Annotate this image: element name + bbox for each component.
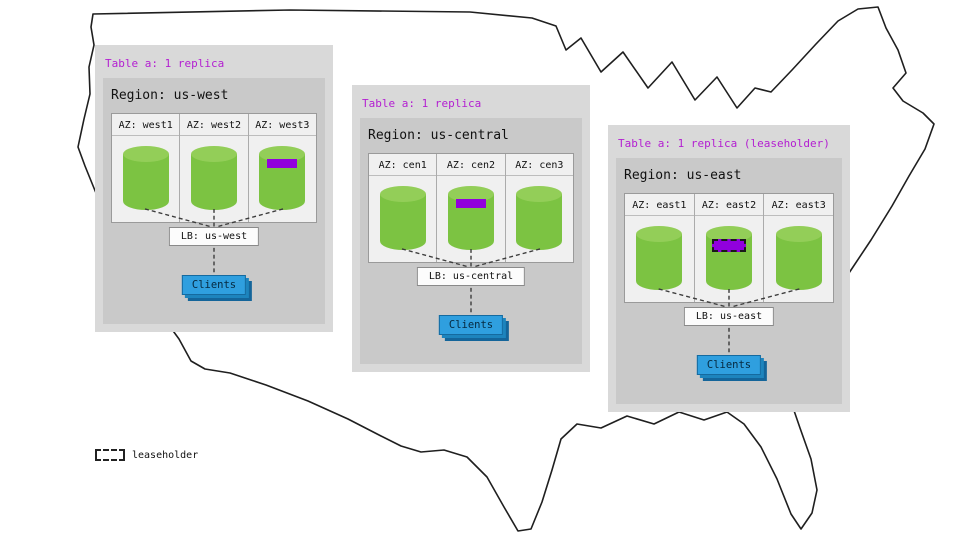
region-title: Region: us-west — [111, 88, 229, 103]
az-container: AZ: west1 AZ: west2 AZ: west3 — [111, 113, 317, 223]
az-label: AZ: cen2 — [437, 158, 505, 176]
az-label: AZ: west3 — [248, 118, 316, 136]
cylinder-top — [775, 226, 822, 242]
region-title: Region: us-east — [624, 168, 742, 183]
az-label: AZ: east1 — [625, 198, 694, 216]
region-panel-us-east: Table a: 1 replica (leaseholder) Region:… — [608, 125, 850, 412]
az-cell-east3: AZ: east3 — [763, 194, 834, 302]
table-replica-label: Table a: 1 replica (leaseholder) — [618, 137, 830, 150]
table-a-leaseholder-marker — [712, 239, 746, 252]
az-label: AZ: west1 — [112, 118, 180, 136]
cylinder-top — [706, 226, 752, 242]
replica-cylinder — [775, 226, 822, 290]
table-replica-label: Table a: 1 replica — [362, 97, 482, 110]
az-cell-cen3: AZ: cen3 — [504, 154, 573, 262]
region-title: Region: us-central — [368, 128, 509, 143]
cylinder-body — [516, 194, 563, 250]
load-balancer: LB: us-west — [168, 227, 260, 246]
cylinder-top — [379, 186, 426, 202]
region-panel-us-central: Table a: 1 replica Region: us-central AZ… — [352, 85, 590, 372]
region-box-us-central: Region: us-central AZ: cen1 AZ: cen2 AZ:… — [360, 118, 582, 364]
az-cell-west2: AZ: west2 — [179, 114, 248, 222]
az-label: AZ: cen1 — [369, 158, 437, 176]
replica-cylinder — [447, 186, 494, 250]
table-replica-label: Table a: 1 replica — [105, 57, 225, 70]
replica-cylinder — [516, 186, 563, 250]
cylinder-top — [259, 146, 306, 162]
load-balancer: LB: us-central — [416, 267, 526, 286]
cylinder-top — [122, 146, 169, 162]
cylinder-body — [636, 234, 683, 290]
region-box-us-east: Region: us-east AZ: east1 AZ: east2 AZ: … — [616, 158, 842, 404]
replica-cylinder — [259, 146, 306, 210]
connector-lines — [144, 208, 284, 274]
az-container: AZ: east1 AZ: east2 AZ: east3 — [624, 193, 834, 303]
cylinder-body — [122, 154, 169, 210]
az-label: AZ: cen3 — [505, 158, 573, 176]
az-cell-east1: AZ: east1 — [625, 194, 694, 302]
replica-cylinder — [190, 146, 237, 210]
replica-cylinder — [706, 226, 752, 290]
table-a-range-marker — [455, 199, 486, 208]
connector-lines — [401, 248, 541, 314]
load-balancer: LB: us-east — [683, 307, 775, 326]
az-cell-west3: AZ: west3 — [247, 114, 316, 222]
replica-cylinder — [379, 186, 426, 250]
cylinder-top — [636, 226, 683, 242]
connectors: LB: us-west Clients — [111, 207, 317, 316]
legend-label: leaseholder — [132, 449, 199, 461]
clients-box: Clients — [181, 275, 247, 295]
cylinder-body — [190, 154, 237, 210]
cylinder-body — [379, 194, 426, 250]
az-container: AZ: cen1 AZ: cen2 AZ: cen3 — [368, 153, 574, 263]
region-panel-us-west: Table a: 1 replica Region: us-west AZ: w… — [95, 45, 333, 332]
table-a-range-marker — [267, 159, 298, 168]
cylinder-top — [516, 186, 563, 202]
cylinder-body — [775, 234, 822, 290]
az-cell-east2: AZ: east2 — [693, 194, 764, 302]
cylinder-top — [447, 186, 494, 202]
az-label: AZ: west2 — [180, 118, 248, 136]
clients-box: Clients — [696, 355, 762, 375]
connector-lines — [658, 288, 800, 354]
cylinder-top — [190, 146, 237, 162]
az-cell-cen2: AZ: cen2 — [436, 154, 505, 262]
az-label: AZ: east3 — [764, 198, 834, 216]
leaseholder-swatch-icon — [95, 449, 125, 461]
legend: leaseholder — [95, 449, 198, 461]
replica-cylinder — [122, 146, 169, 210]
connectors: LB: us-central Clients — [368, 247, 574, 356]
clients-box: Clients — [438, 315, 504, 335]
region-box-us-west: Region: us-west AZ: west1 AZ: west2 AZ: … — [103, 78, 325, 324]
az-cell-cen1: AZ: cen1 — [369, 154, 437, 262]
az-cell-west1: AZ: west1 — [112, 114, 180, 222]
connectors: LB: us-east Clients — [624, 287, 834, 396]
replica-cylinder — [636, 226, 683, 290]
az-label: AZ: east2 — [694, 198, 764, 216]
